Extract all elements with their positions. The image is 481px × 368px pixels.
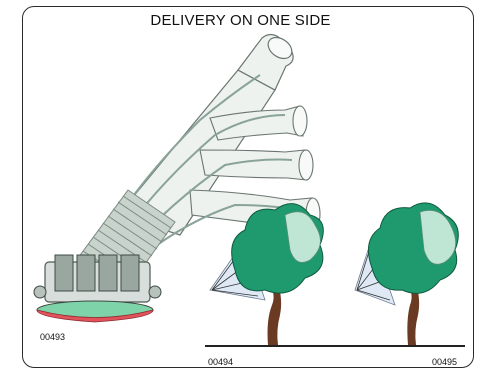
tree-foliage-right	[368, 203, 458, 293]
figure-code-1: 00493	[40, 332, 65, 342]
